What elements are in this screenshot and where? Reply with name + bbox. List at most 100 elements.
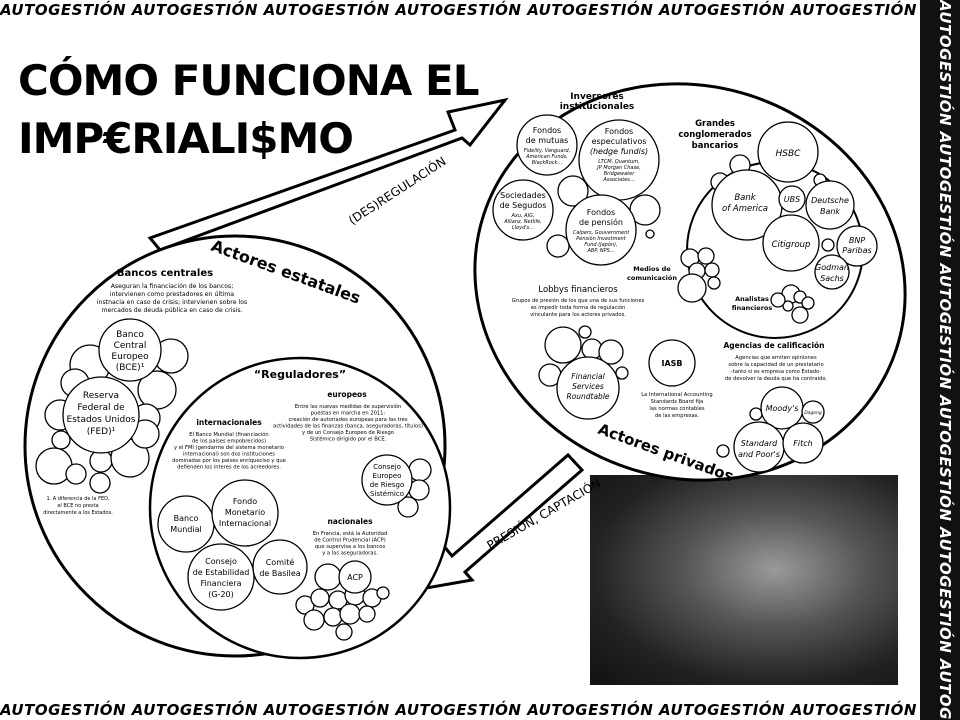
svg-text:de Segudos: de Segudos [500,201,547,210]
sp-label: Standard and Poor's [738,439,780,459]
svg-text:Analistas: Analistas [735,295,769,303]
svg-text:Reserva: Reserva [83,391,119,401]
reguladores-heading: “Reguladores” [254,368,346,381]
medios-label: Medios de comunicación [627,265,677,282]
bnp-label: BNP Paribas [842,236,871,255]
fsb-circle [187,543,255,611]
svg-text:Inversores: Inversores [570,92,624,102]
bce-footnote: 1. A diferencia de la FED, el BCE no pre… [43,496,113,516]
svg-text:Europeo: Europeo [111,352,149,362]
svg-text:el BCE no presta: el BCE no presta [57,503,98,509]
svg-text:Consejo: Consejo [205,557,237,566]
title-line2: IMP€RIALI$MO [18,114,354,163]
svg-text:Bridgewater: Bridgewater [604,171,635,177]
dagong-circle [801,400,825,424]
svg-text:Deutsche: Deutsche [811,196,849,205]
svg-text:Services: Services [572,382,604,391]
svg-text:(FED)¹: (FED)¹ [87,427,116,437]
svg-text:-tanto si es empresa como Esta: -tanto si es empresa como Estado- [731,369,822,375]
svg-text:and Poor's: and Poor's [738,450,780,459]
svg-text:Allianz, Netlife,: Allianz, Netlife, [503,219,542,225]
svg-text:Agencias que emiten opiniones: Agencias que emiten opiniones [735,355,817,361]
inversores-bubbles [546,175,661,258]
boa-circle [711,169,783,241]
iasb-circle [648,339,696,387]
svg-text:Sachs: Sachs [820,274,844,283]
svg-text:Aseguran la financiación de lo: Aseguran la financiación de los bancos; [111,282,234,290]
svg-text:Central: Central [114,341,147,351]
svg-text:intervienen como prestadores e: intervienen como prestadores en última [110,290,234,298]
sociedades-seguros-label: Sociedades de Segudos Axu, AIG, Allianz,… [500,191,547,231]
central-bank-bubbles [35,338,189,494]
svg-text:de Estabilidad: de Estabilidad [193,568,250,577]
bancos-heading: Grandes conglomerados bancarios [678,119,751,151]
svg-text:dominadas por los paises enriq: dominadas por los paises enriqueciso y q… [172,458,286,464]
svg-text:Fondo: Fondo [233,497,257,506]
fondos-mutuas-label: Fondos de mutuas Fidelity, Vanguard, Ame… [524,126,571,166]
bank-bubbles [677,154,835,324]
iasb-label: IASB [661,359,682,368]
boa-label: Bank of America [722,193,768,214]
workers-photo [590,475,898,685]
bancos-centrales-desc: Aseguran la financiación de los bancos; … [97,282,247,314]
arrow-pressure [411,452,585,593]
svg-text:de Control Prudencial (ACP): de Control Prudencial (ACP) [314,538,386,544]
autogestion-banner-top: AUTOGESTIÓN AUTOGESTIÓN AUTOGESTIÓN AUTO… [0,0,925,20]
agencias-bubbles [716,407,763,458]
title-line1: CÓMO FUNCIONA EL [18,56,479,105]
label-desregulacion: (DES)REGULACIÓN [345,153,448,227]
hsbc-circle [757,121,819,183]
internacionales-desc: El Banco Mundial (financiación de los pa… [172,431,286,471]
svg-text:BNP: BNP [849,236,865,245]
svg-text:Fidelity, Vanguard,: Fidelity, Vanguard, [524,148,571,154]
sociedades-seguros-circle [492,179,554,241]
svg-text:Financial: Financial [571,372,605,381]
dagong-label: Dagong [804,410,822,416]
acp-circle [338,560,372,594]
svg-text:Calpers, Gouvernment: Calpers, Gouvernment [573,230,631,236]
nacionales-heading: nacionales [327,517,373,526]
svg-text:y de un Consejo Europeo de Rie: y de un Consejo Europeo de Riesgo [302,430,394,436]
svg-text:Sistémico dirigido por el BCE.: Sistémico dirigido por el BCE. [310,436,387,443]
bnp-circle [836,225,878,267]
fed-label: Reserva Federal de Estados Unidos (FED)¹ [67,391,136,437]
svg-text:de los paises empobrecidos): de los paises empobrecidos) [192,439,266,445]
svg-text:La International Accounting: La International Accounting [641,392,712,398]
fitch-circle [782,422,824,464]
consejo-europeo-label: Consejo Europeo de Riesgo Sistémico [370,463,404,498]
europeos-heading: europeos [327,390,367,399]
svg-text:Fondos: Fondos [605,127,633,136]
svg-text:Consejo: Consejo [373,463,401,471]
svg-text:directamente a los Estados.: directamente a los Estados. [43,510,113,516]
nacionales-desc: En Francia, está la Autoridad de Control… [313,530,388,557]
moodys-label: Moody's [766,404,799,413]
svg-text:financieros: financieros [732,304,773,312]
nacionales-bubbles [295,563,390,641]
svg-text:(BCE)¹: (BCE)¹ [116,363,145,373]
svg-text:Sistémico: Sistémico [370,490,404,498]
deutsche-circle [805,180,855,230]
moodys-circle [760,386,804,430]
svg-text:las normas contables: las normas contables [649,406,705,412]
label-presion-captacion: PRESIÓN, CAPTACIÓN [484,475,603,552]
svg-text:El Banco Mundial (financiación: El Banco Mundial (financiación [189,431,268,438]
svg-text:institucionales: institucionales [560,102,635,112]
svg-text:Estados Unidos: Estados Unidos [67,415,136,425]
svg-text:Standard: Standard [741,439,778,448]
svg-text:LTCM, Quantum,: LTCM, Quantum, [598,159,639,165]
ubs-label: UBS [784,195,800,204]
svg-text:Banco: Banco [116,330,144,340]
svg-text:Monetario: Monetario [225,508,265,517]
svg-text:Bank: Bank [820,207,840,216]
svg-text:American Funds,: American Funds, [525,154,568,160]
svg-text:conglomerados: conglomerados [678,130,751,140]
fondos-especulativos-label: Fondos especulativos (hedge fundis) LTCM… [590,127,648,183]
citigroup-label: Citigroup [772,240,811,250]
svg-text:de pensión: de pensión [579,217,623,227]
svg-text:1. A diferencia de la FED,: 1. A diferencia de la FED, [46,496,110,502]
svg-text:Axu, AIG,: Axu, AIG, [510,213,534,219]
svg-text:actividades de las finanzas (b: actividades de las finanzas (banca, aseg… [273,423,423,430]
bce-circle [98,318,162,382]
basilea-circle [252,539,308,595]
actores-privados-ellipse [473,82,907,482]
